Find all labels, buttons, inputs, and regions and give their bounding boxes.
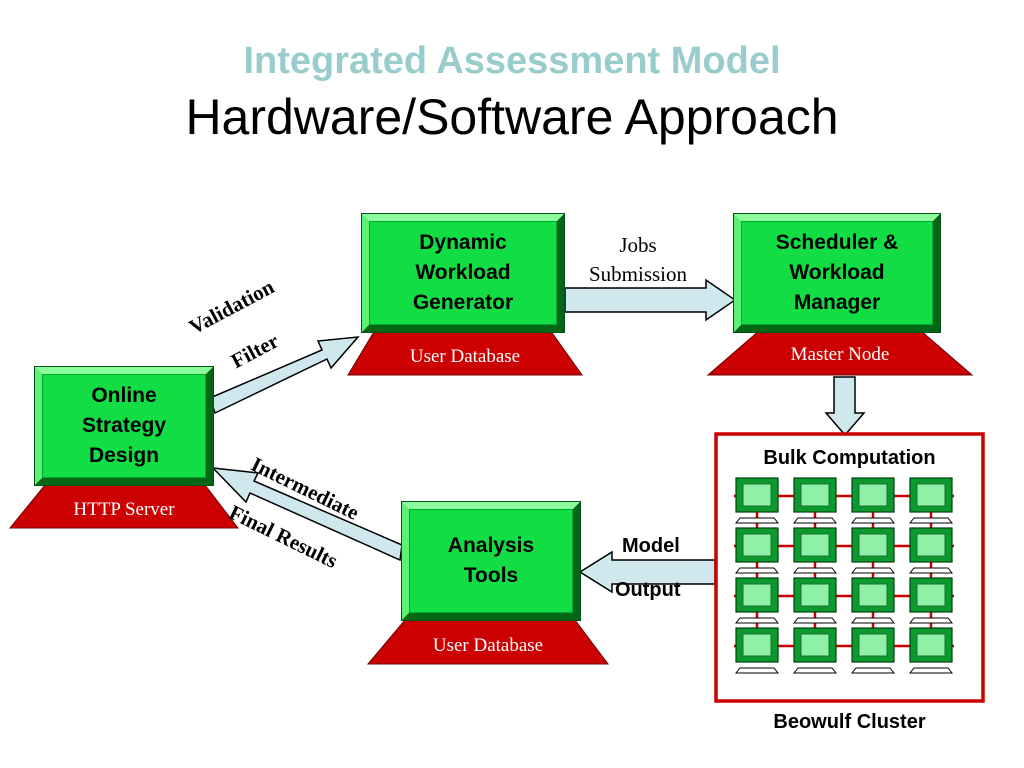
cluster-node-screen xyxy=(858,483,888,507)
cluster-node-base xyxy=(792,567,838,574)
cluster-node-screen xyxy=(742,633,772,657)
model-output-arrow xyxy=(578,550,716,594)
cluster-heading: Bulk Computation xyxy=(763,447,936,469)
cluster-node-base xyxy=(908,617,954,624)
platform-label-user-database-bottom: User Database xyxy=(432,635,544,656)
cluster-node-screen xyxy=(742,583,772,607)
subtitle: Integrated Assessment Model xyxy=(243,40,781,82)
validation-filter-arrow xyxy=(209,336,360,415)
cluster-node-screen xyxy=(742,533,772,557)
platform-label-user-database-top: User Database xyxy=(409,346,521,367)
jobs-submission-arrow xyxy=(564,278,737,322)
analysis-tools-box: Analysis Tools xyxy=(402,502,580,620)
cluster-node-screen xyxy=(916,583,946,607)
cluster-node-screen xyxy=(800,533,830,557)
cluster-node-base xyxy=(734,667,780,674)
cluster-node-screen xyxy=(742,483,772,507)
cluster-node-screen xyxy=(858,583,888,607)
platform-label-master-node: Master Node xyxy=(790,344,890,365)
cluster-node-grid xyxy=(734,477,954,674)
cluster-node-base xyxy=(850,517,896,524)
platform-user-database-bottom xyxy=(366,619,609,665)
dynamic-workload-generator-box: Dynamic Workload Generator xyxy=(362,214,564,332)
intermediate-results-arrow xyxy=(211,467,403,562)
page-title: Hardware/Software Approach xyxy=(185,89,839,145)
output-label: Output xyxy=(615,579,681,601)
scheduler-workload-manager-box: Scheduler & Workload Manager xyxy=(734,214,940,332)
cluster-node-base xyxy=(792,617,838,624)
platform-label-http-server: HTTP Server xyxy=(73,499,175,520)
cluster-node-screen xyxy=(800,483,830,507)
cluster-node-base xyxy=(734,517,780,524)
cluster-node-base xyxy=(850,567,896,574)
cluster-node-base xyxy=(850,617,896,624)
jobs-submission-label: Jobs Submission xyxy=(568,231,708,289)
cluster-node-screen xyxy=(800,583,830,607)
cluster-node-base xyxy=(734,567,780,574)
cluster-dispatch-arrow xyxy=(824,376,866,437)
cluster-node-screen xyxy=(916,633,946,657)
cluster-node-screen xyxy=(858,633,888,657)
cluster-node-base xyxy=(734,617,780,624)
cluster-node-screen xyxy=(858,533,888,557)
cluster-node-base xyxy=(792,517,838,524)
cluster-node-screen xyxy=(800,633,830,657)
jobs-label: Jobs xyxy=(619,233,657,257)
cluster-node-base xyxy=(908,667,954,674)
model-label: Model xyxy=(622,535,680,557)
cluster-node-base xyxy=(908,567,954,574)
cluster-node-screen xyxy=(916,533,946,557)
cluster-node-screen xyxy=(916,483,946,507)
cluster-node-base xyxy=(850,667,896,674)
cluster-caption: Beowulf Cluster xyxy=(773,711,926,733)
submission-label: Submission xyxy=(588,262,688,286)
online-strategy-design-box: Online Strategy Design xyxy=(35,367,213,485)
cluster-node-base xyxy=(792,667,838,674)
platform-http-server xyxy=(8,484,240,529)
cluster-node-base xyxy=(908,517,954,524)
